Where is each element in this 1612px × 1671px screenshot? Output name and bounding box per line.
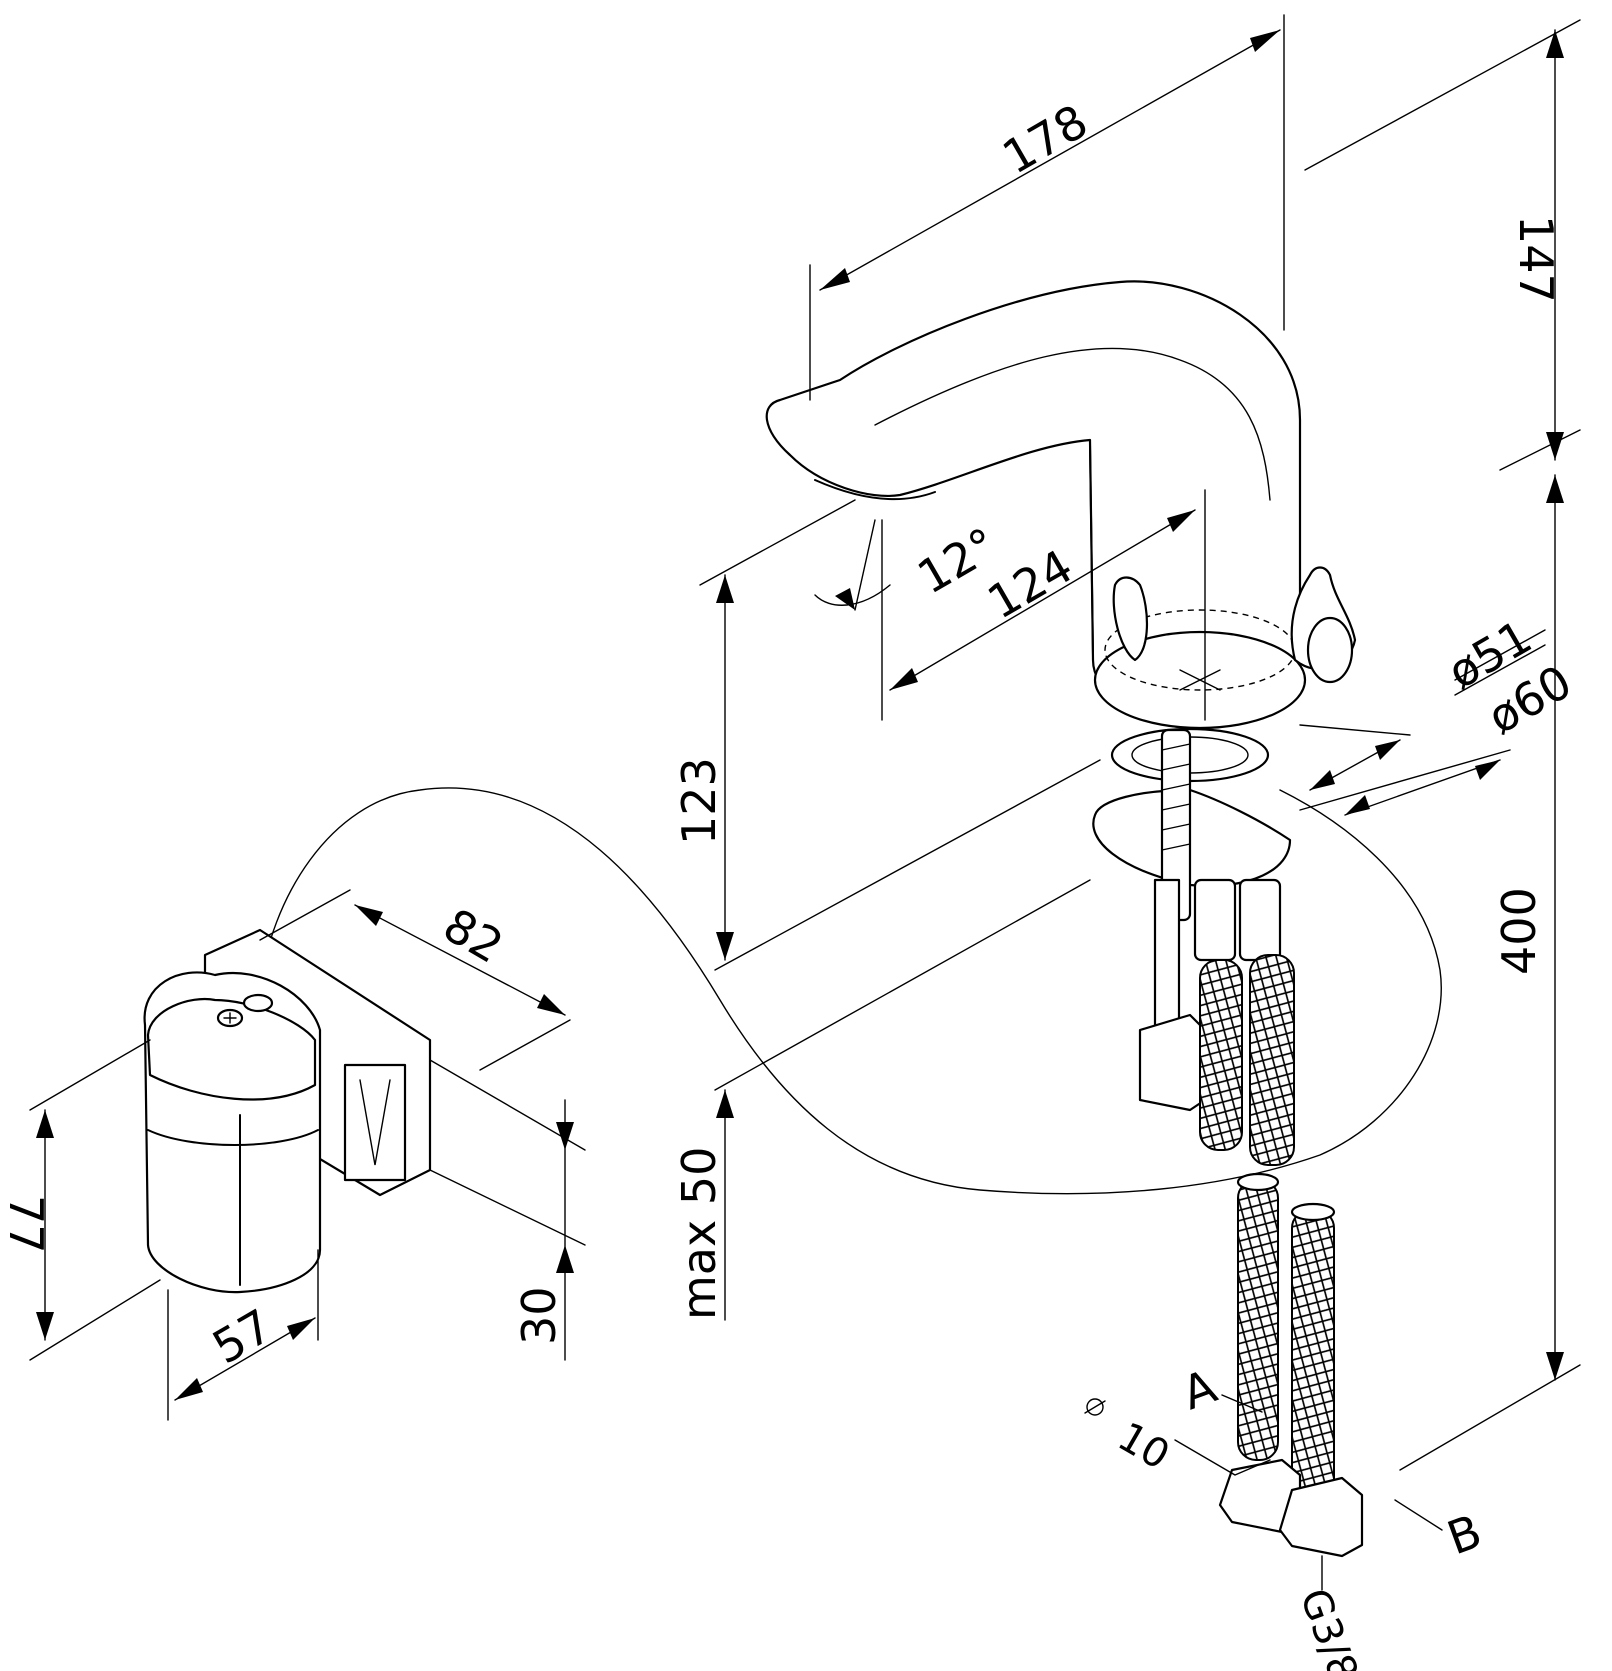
hose-a-lower bbox=[1237, 1179, 1279, 1461]
lever-left bbox=[1112, 576, 1148, 662]
faucet-body bbox=[765, 280, 1357, 730]
supply-hoses bbox=[1193, 878, 1364, 1558]
dim-57: 57 bbox=[204, 1298, 282, 1374]
hose-a-upper bbox=[1199, 959, 1243, 1151]
dim-82: 82 bbox=[435, 898, 513, 974]
dim-g3-8: G3/8 bbox=[1291, 1583, 1367, 1671]
label-b: B bbox=[1440, 1504, 1488, 1566]
dim-30: 30 bbox=[512, 1286, 566, 1345]
dim-10: 10 bbox=[1110, 1414, 1177, 1479]
dimension-lines bbox=[29, 14, 1581, 1591]
hose-b-lower bbox=[1291, 1209, 1335, 1501]
dim-147: 147 bbox=[1509, 215, 1563, 303]
dim-178: 178 bbox=[994, 94, 1097, 185]
hose-b-upper bbox=[1249, 954, 1295, 1166]
sensor-cable bbox=[259, 787, 1442, 1195]
diameter-symbol bbox=[1086, 1398, 1104, 1416]
cable-gland bbox=[242, 993, 274, 1013]
mounting-hardware bbox=[1092, 727, 1292, 1112]
control-box bbox=[143, 928, 432, 1294]
dim-77: 77 bbox=[0, 1195, 53, 1254]
nut bbox=[1138, 1013, 1207, 1112]
label-a: A bbox=[1175, 1359, 1224, 1421]
dimension-text: 178 147 12° 124 123 ø51 ø60 400 max 50 8… bbox=[0, 94, 1581, 1671]
dim-123: 123 bbox=[672, 757, 726, 845]
dim-max-50: max 50 bbox=[672, 1147, 726, 1320]
dim-400: 400 bbox=[1492, 887, 1546, 975]
fitting-b bbox=[1278, 1476, 1364, 1558]
